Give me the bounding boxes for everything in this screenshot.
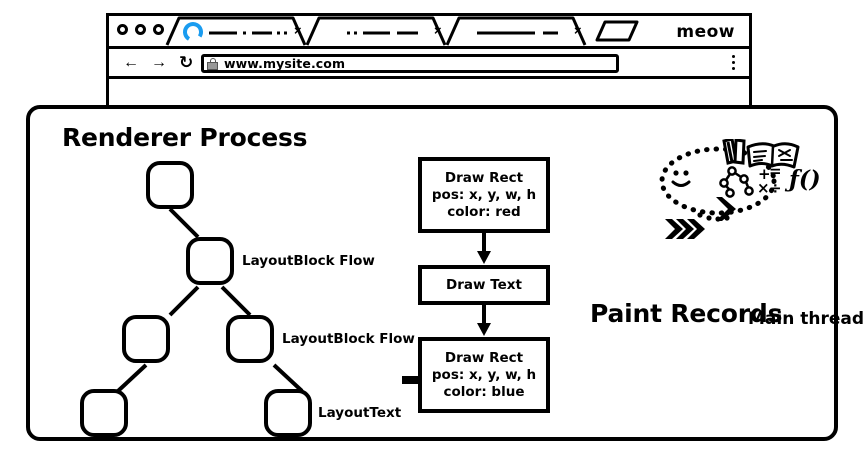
draw-rect-blue-line-3: color: blue <box>443 383 525 400</box>
tab-shapes <box>165 16 639 46</box>
window-minimize-dot[interactable] <box>135 24 146 35</box>
paint-record-draw-text[interactable]: Draw Text <box>418 265 550 305</box>
loading-spinner-icon <box>182 22 203 42</box>
svg-text:÷: ÷ <box>769 179 782 197</box>
node-text-2[interactable] <box>264 389 312 437</box>
browser-window: × × × meow ← → ↻ www.mysite.com <box>106 13 752 109</box>
draw-rect-red-line-3: color: red <box>447 203 521 220</box>
tree-label-layoutblockflow-2: LayoutBlock Flow <box>282 331 415 347</box>
address-bar[interactable]: www.mysite.com <box>201 54 619 73</box>
svg-text:=: = <box>769 162 782 180</box>
draw-text-line-1: Draw Text <box>446 276 522 293</box>
open-book-icon <box>746 142 800 169</box>
svg-text:ƒ(): ƒ() <box>784 166 821 193</box>
kebab-menu-icon[interactable] <box>732 55 735 70</box>
node-text-1[interactable] <box>80 389 128 437</box>
tab-3-close-icon[interactable]: × <box>574 23 582 38</box>
window-close-dot[interactable] <box>117 24 128 35</box>
page-title: Renderer Process <box>62 123 308 152</box>
tab-2-close-icon[interactable]: × <box>434 23 442 38</box>
node-graph-icon <box>719 166 754 198</box>
paint-record-draw-rect-red[interactable]: Draw Rect pos: x, y, w, h color: red <box>418 157 550 233</box>
node-block-1[interactable] <box>186 237 234 285</box>
layout-tree: LayoutBlock Flow LayoutBlock Flow Layout… <box>70 159 415 437</box>
chevron-arrow-icon <box>665 197 736 239</box>
padlock-icon <box>207 57 218 70</box>
renderer-process-panel: Renderer Process Paint Records LayoutBlo… <box>26 105 864 441</box>
window-maximize-dot[interactable] <box>153 24 164 35</box>
node-block-3[interactable] <box>226 315 274 363</box>
back-icon[interactable]: ← <box>123 54 139 71</box>
main-thread-illustration: + = × ÷ ƒ() <box>659 139 821 239</box>
svg-text:+: + <box>758 165 771 183</box>
thought-bubble-icon <box>659 146 777 216</box>
tree-label-layouttext: LayoutText <box>318 405 402 421</box>
node-root[interactable] <box>146 161 194 209</box>
browser-viewport <box>109 79 749 109</box>
smiley-face-icon <box>671 170 691 187</box>
forward-icon[interactable]: → <box>151 54 167 71</box>
draw-rect-red-line-1: Draw Rect <box>444 169 524 186</box>
function-icon: ƒ() <box>784 166 821 193</box>
tree-edges <box>116 207 304 393</box>
reload-icon[interactable]: ↻ <box>179 53 194 72</box>
connector-arrow-1 <box>477 233 491 264</box>
new-tab-button[interactable] <box>595 20 639 42</box>
browser-toolbar: ← → ↻ www.mysite.com <box>109 49 749 79</box>
tab-1-close-icon[interactable]: × <box>294 23 302 38</box>
tree-label-layoutblockflow-1: LayoutBlock Flow <box>242 253 375 269</box>
draw-rect-red-line-2: pos: x, y, w, h <box>431 186 537 203</box>
svg-text:×: × <box>757 179 770 197</box>
main-thread-label: Main thread <box>748 309 865 329</box>
draw-rect-blue-line-1: Draw Rect <box>444 349 524 366</box>
browser-brand-label: meow <box>676 22 735 42</box>
math-symbols-icon: + = × ÷ <box>757 162 782 197</box>
connector-arrow-2 <box>477 305 491 336</box>
paint-record-draw-rect-blue[interactable]: Draw Rect pos: x, y, w, h color: blue <box>418 337 550 413</box>
draw-rect-blue-line-2: pos: x, y, w, h <box>431 366 537 383</box>
window-controls[interactable] <box>117 24 164 35</box>
browser-tab-strip: × × × meow <box>109 16 749 49</box>
books-icon <box>722 139 746 165</box>
paint-records-title: Paint Records <box>590 299 783 328</box>
url-text: www.mysite.com <box>224 56 346 71</box>
node-block-2[interactable] <box>122 315 170 363</box>
